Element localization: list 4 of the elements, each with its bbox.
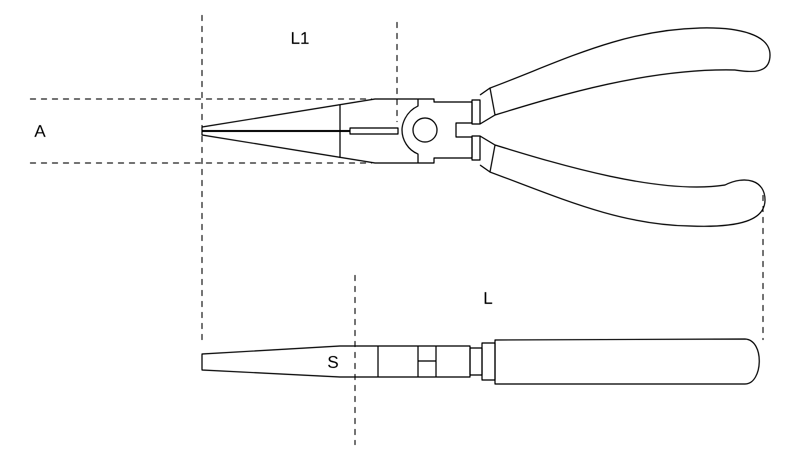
dimension-label: L: [484, 292, 492, 304]
dimension-label: A: [34, 125, 46, 137]
dimension-label: S: [328, 356, 338, 368]
dimension-label: L1: [292, 32, 309, 44]
